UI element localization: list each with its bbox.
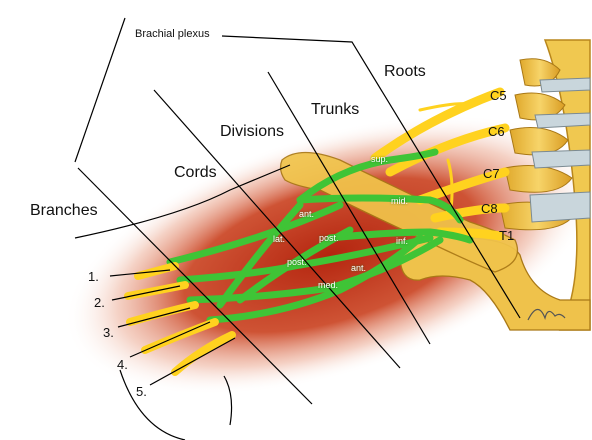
division-anterior-upper: ant.	[299, 209, 315, 219]
spine	[279, 39, 591, 331]
nerve-roots	[370, 87, 510, 241]
diagram-title: Brachial plexus	[135, 28, 210, 40]
root-t1: T1	[499, 228, 515, 243]
branch-number-5: 5.	[136, 384, 147, 399]
root-c5: C5	[490, 88, 507, 103]
label-branches: Branches	[30, 202, 98, 219]
region-divider-lines	[74, 17, 521, 440]
label-cords: Cords	[174, 164, 217, 181]
division-posterior-lower: post.	[287, 257, 307, 267]
branch-number-2: 2.	[94, 295, 105, 310]
cord-medial: med.	[318, 280, 339, 290]
label-trunks: Trunks	[311, 101, 360, 118]
artist-signature	[527, 308, 566, 321]
division-posterior-upper: post.	[319, 233, 339, 243]
clavicle	[279, 151, 519, 273]
trunk-middle: mid.	[391, 196, 409, 206]
root-c7: C7	[483, 166, 500, 181]
root-c8: C8	[481, 201, 498, 216]
branch-number-1: 1.	[88, 269, 99, 284]
label-divisions: Divisions	[220, 123, 285, 140]
cord-lateral: lat.	[273, 234, 286, 244]
trunk-inferior: inf.	[396, 236, 409, 246]
branch-number-3: 3.	[103, 325, 114, 340]
label-roots: Roots	[384, 63, 426, 80]
branch-number-4: 4.	[117, 357, 128, 372]
trunk-superior: sup.	[371, 154, 389, 164]
plexus-network	[166, 148, 474, 324]
division-anterior-lower: ant.	[351, 263, 367, 273]
root-c6: C6	[488, 124, 505, 139]
